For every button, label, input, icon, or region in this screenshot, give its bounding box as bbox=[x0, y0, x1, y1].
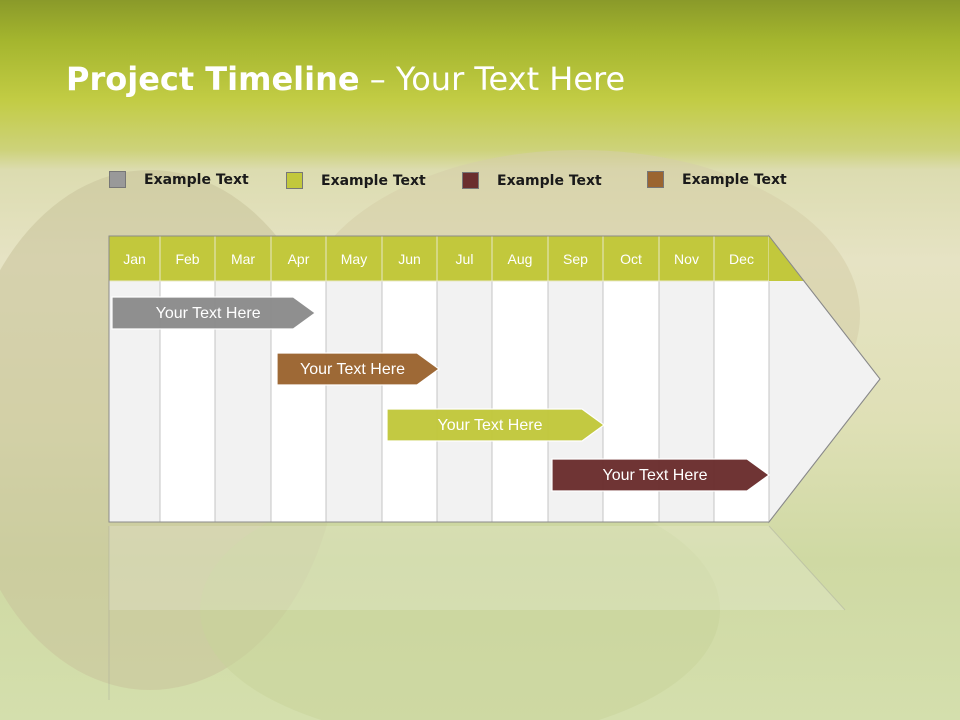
legend-swatch bbox=[647, 171, 664, 188]
month-label: Sep bbox=[563, 251, 588, 267]
timeline-bar-label: Your Text Here bbox=[156, 305, 261, 322]
timeline-bar-label: Your Text Here bbox=[300, 361, 405, 378]
timeline-frame bbox=[108, 235, 881, 523]
timeline-bar-label: Your Text Here bbox=[603, 467, 708, 484]
timeline-bar bbox=[111, 296, 317, 330]
legend-swatch bbox=[286, 172, 303, 189]
timeline-reflection bbox=[109, 526, 845, 610]
timeline-bar bbox=[551, 458, 771, 492]
legend-label: Example Text bbox=[144, 171, 249, 188]
legend-label: Example Text bbox=[497, 172, 602, 189]
month-column bbox=[491, 235, 549, 523]
timeline-bar-label: Your Text Here bbox=[438, 417, 543, 434]
month-label: Aug bbox=[508, 251, 533, 267]
title-rest: – Your Text Here bbox=[359, 60, 626, 98]
month-header-cell bbox=[159, 235, 216, 282]
legend-item: Example Text bbox=[647, 171, 787, 188]
month-label: May bbox=[341, 251, 367, 267]
legend-label: Example Text bbox=[321, 172, 426, 189]
month-header-cell bbox=[270, 235, 327, 282]
legend-swatch bbox=[109, 171, 126, 188]
legend-item: Example Text bbox=[109, 171, 249, 188]
legend-swatch bbox=[462, 172, 479, 189]
legend-item: Example Text bbox=[286, 172, 426, 189]
month-label: Jun bbox=[398, 251, 421, 267]
legend-label: Example Text bbox=[682, 171, 787, 188]
title-bold: Project Timeline bbox=[66, 60, 360, 98]
month-column bbox=[436, 235, 493, 523]
month-label: Oct bbox=[620, 251, 642, 267]
timeline-bar bbox=[276, 352, 441, 386]
month-label: Feb bbox=[175, 251, 199, 267]
legend-item: Example Text bbox=[462, 172, 602, 189]
month-label: Apr bbox=[288, 251, 310, 267]
month-header-cell bbox=[381, 235, 438, 282]
reflection-line bbox=[768, 525, 846, 611]
month-header-cell bbox=[547, 235, 604, 282]
month-label: Dec bbox=[729, 251, 754, 267]
month-header-cell bbox=[658, 235, 715, 282]
month-label: Jan bbox=[123, 251, 146, 267]
month-label: Nov bbox=[674, 251, 699, 267]
month-column bbox=[159, 235, 216, 523]
month-label: Mar bbox=[231, 251, 255, 267]
month-label: Jul bbox=[456, 251, 474, 267]
page-title: Project Timeline – Your Text Here bbox=[66, 60, 625, 98]
timeline-bar bbox=[386, 408, 606, 442]
